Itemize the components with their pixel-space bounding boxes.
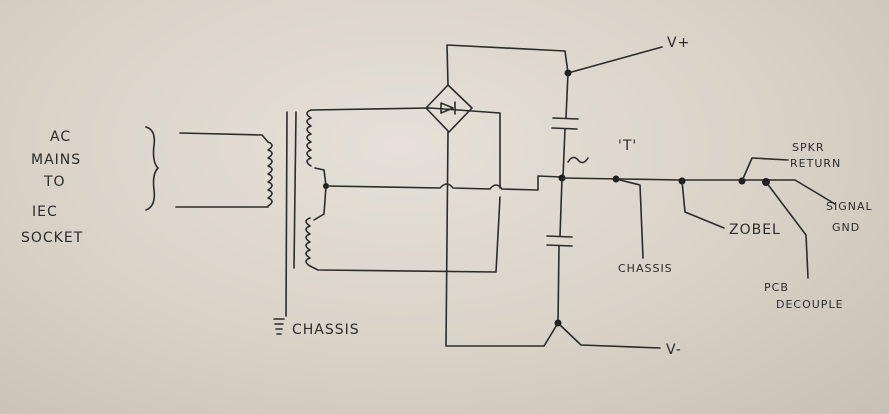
label-pcb-1: PCB [764,281,789,294]
cap-top-lead2 [562,128,566,178]
secondary-winding-top [306,109,312,167]
bridge-diode-symbol [440,101,456,115]
ac-brace [145,126,159,211]
chassis-ground-symbol [273,318,285,335]
center-tap-to-star [325,175,563,191]
label-signal-1: SIGNAL [826,200,873,213]
label-chassis-transformer: CHASSIS [292,322,360,338]
ground-bus [561,177,836,205]
label-vminus: V- [666,342,682,358]
vplus-rail [567,46,663,74]
label-zobel: ZOBEL [729,222,781,238]
label-ac-1: AC [50,129,71,145]
label-pcb-2: DECOUPLE [776,298,844,311]
cap-top-plate1 [552,117,579,120]
spkr-return-lead [741,157,789,182]
label-ac-5: SOCKET [21,230,83,246]
transformer-core [285,111,288,317]
label-spkr-1: SPKR [792,141,824,154]
zobel-lead [681,180,725,229]
chassis-lead [615,178,644,259]
pcb-decouple-lead [765,181,809,279]
cap-bottom-lead2 [557,245,560,324]
cap-top-lead1 [565,72,569,119]
secondary-bottom-lead [309,196,501,273]
center-tap-wire [313,167,327,221]
cap-bottom-plate1 [546,235,573,238]
label-ac-2: MAINS [31,152,81,168]
transformer-core-2 [293,111,297,269]
label-ac-3: TO [43,174,66,190]
label-ac-4: IEC [32,204,58,220]
label-signal-2: GND [832,221,860,234]
vminus-rail [557,322,661,349]
label-chassis-star: CHASSIS [618,262,673,275]
bridge-plus-lead [446,44,569,86]
primary-winding [267,141,273,207]
label-t-mark: 'T' [618,138,637,154]
label-vplus: V+ [667,35,690,51]
secondary-top-lead [310,107,501,189]
t-squiggle [567,156,589,164]
label-spkr-2: RETURN [790,157,841,170]
bridge-rectifier [425,84,473,133]
ac-lead-top [179,132,269,143]
cap-bottom-lead1 [559,177,563,237]
secondary-winding-bottom [305,217,311,267]
bridge-minus-lead [445,131,559,347]
